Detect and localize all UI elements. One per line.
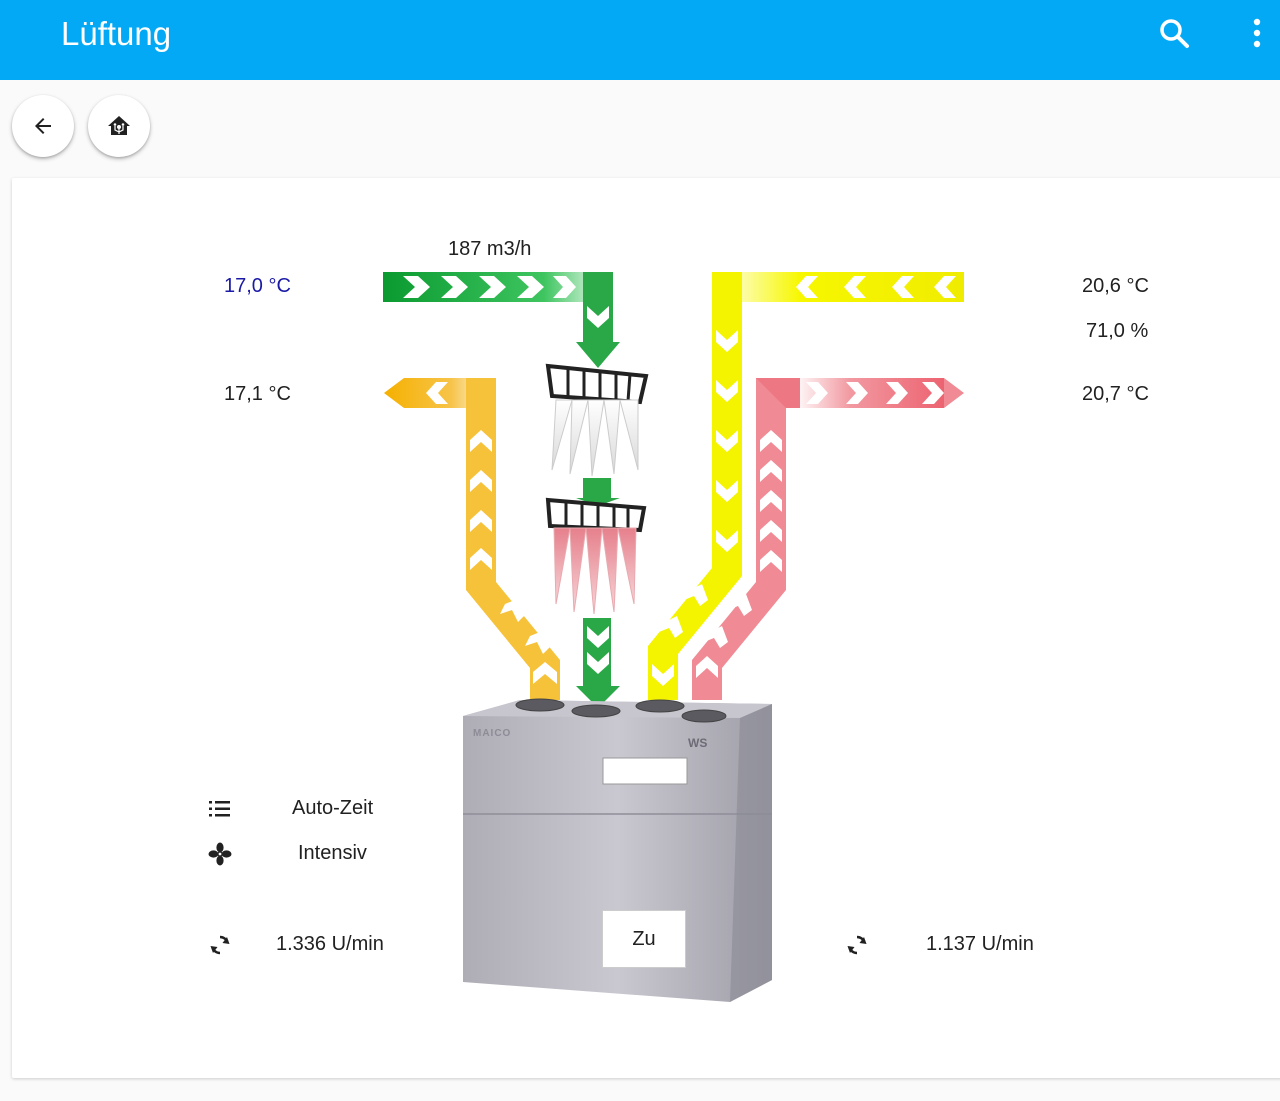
dots-vertical-icon[interactable] — [1238, 14, 1278, 54]
rotate-icon — [844, 932, 870, 958]
airflow-value: 187 m3/h — [448, 238, 532, 260]
supply-air-duct — [692, 378, 964, 700]
exhaust-temperature[interactable]: 17,1 °C — [224, 383, 291, 405]
unit-model: WS — [688, 736, 707, 750]
extract-air-duct — [648, 272, 964, 700]
unit-brand: MAICO — [473, 728, 511, 739]
home-automation-icon — [108, 116, 130, 135]
back-button[interactable] — [12, 95, 74, 157]
filter-extract — [545, 497, 647, 615]
fan-level-label[interactable]: Intensiv — [298, 842, 367, 864]
extract-humidity[interactable]: 71,0 % — [1086, 320, 1149, 342]
ventilation-unit: MAICO WS — [463, 698, 772, 1002]
search-icon[interactable] — [1154, 14, 1194, 54]
home-button[interactable] — [88, 95, 150, 157]
page-title: Lüftung — [61, 15, 172, 52]
fan-left-speed[interactable]: 1.336 U/min — [276, 933, 384, 955]
format-list-numbered-icon[interactable] — [207, 796, 233, 822]
mode-label[interactable]: Auto-Zeit — [292, 797, 374, 819]
app-bar: Lüftung — [0, 0, 1280, 80]
fan-icon[interactable] — [207, 841, 233, 867]
exhaust-air-duct — [384, 378, 560, 700]
outdoor-temperature[interactable]: 17,0 °C — [224, 275, 291, 297]
extract-temperature[interactable]: 20,6 °C — [1082, 275, 1149, 297]
supply-temperature[interactable]: 20,7 °C — [1082, 383, 1149, 405]
arrow-left-icon — [35, 118, 51, 134]
rotate-icon — [207, 932, 233, 958]
filter-outdoor — [545, 363, 649, 477]
unit-display-button[interactable]: Zu — [602, 910, 686, 968]
fan-right-speed[interactable]: 1.137 U/min — [926, 933, 1034, 955]
outdoor-air-duct — [383, 272, 620, 708]
